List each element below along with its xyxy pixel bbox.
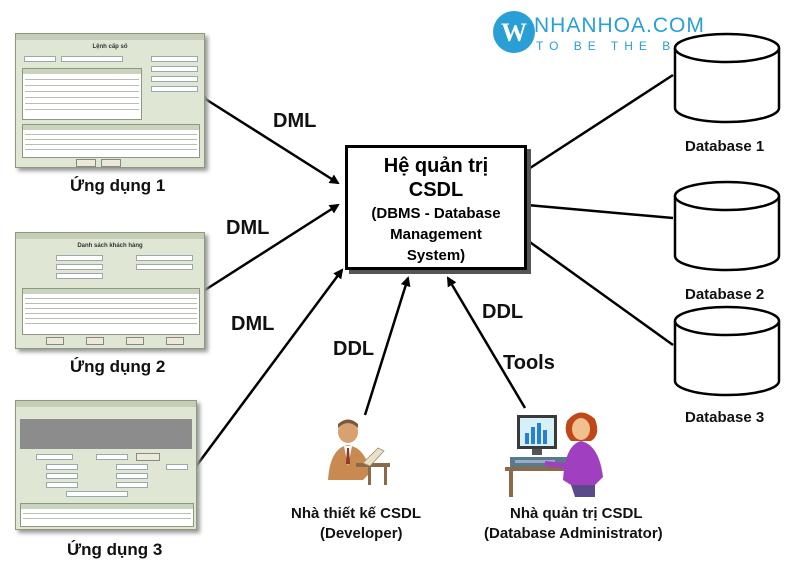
database-1-label: Database 1 xyxy=(685,138,765,155)
edge-label-dml-1: DML xyxy=(273,110,317,132)
app1-window-title: Lệnh cấp số xyxy=(92,44,128,50)
dbms-subtitle-line2: Management xyxy=(390,226,482,243)
administrator-at-computer-icon xyxy=(505,412,603,497)
edge-label-ddl-developer: DDL xyxy=(333,338,375,360)
app3-window-thumbnail xyxy=(15,400,197,530)
edge-dbms-db1 xyxy=(526,73,674,172)
dbms-box: Hệ quản trị CSDL (DBMS - Database Manage… xyxy=(345,145,527,270)
app2-caption: Ứng dụng 2 xyxy=(70,357,166,376)
developer-role-en-label: (Developer) xyxy=(320,525,403,542)
edge-label-tools: Tools xyxy=(503,352,555,374)
edge-developer-dbms xyxy=(363,276,411,416)
edge-label-dml-2: DML xyxy=(226,217,270,239)
logo-letter: W xyxy=(501,18,527,47)
app3-caption: Ứng dụng 3 xyxy=(67,540,163,559)
edge-label-dml-3: DML xyxy=(231,313,275,335)
developer-role-label: Nhà thiết kế CSDL xyxy=(291,505,422,522)
app1-window-thumbnail: Lệnh cấp số xyxy=(15,33,205,168)
edge-admin-dbms xyxy=(446,276,527,409)
database-2-cylinder-icon xyxy=(673,180,781,272)
dbms-title-line2: CSDL xyxy=(408,179,464,201)
brand-name: NHANHOA.COM xyxy=(534,14,705,37)
database-2-label: Database 2 xyxy=(685,286,765,303)
database-1-cylinder-icon xyxy=(673,32,781,124)
dbms-title-line1: Hệ quản trị xyxy=(383,155,489,177)
brand-logo: W NHANHOA.COM TO BE THE BEST xyxy=(492,10,792,60)
admin-role-en-label: (Database Administrator) xyxy=(484,525,663,542)
edge-app1-dbms xyxy=(197,91,340,185)
app1-caption: Ứng dụng 1 xyxy=(70,176,166,195)
logo-badge-icon: W xyxy=(493,11,535,53)
edge-app3-dbms xyxy=(188,268,344,475)
database-3-label: Database 3 xyxy=(685,409,765,426)
edge-dbms-db2 xyxy=(526,203,674,220)
app2-window-thumbnail: Danh sách khách hàng xyxy=(15,232,205,349)
edge-label-ddl-admin: DDL xyxy=(482,301,524,323)
dbms-subtitle-line3: System) xyxy=(406,247,466,264)
edge-dbms-db3 xyxy=(526,238,674,347)
admin-role-label: Nhà quản trị CSDL xyxy=(510,505,643,522)
dbms-subtitle-line1: (DBMS - Database xyxy=(371,205,501,222)
developer-person-icon xyxy=(328,419,390,485)
brand-tagline: TO BE THE BEST xyxy=(536,39,718,53)
database-3-cylinder-icon xyxy=(673,305,781,397)
app2-window-title: Danh sách khách hàng xyxy=(77,243,143,249)
edge-app2-dbms xyxy=(195,203,340,299)
